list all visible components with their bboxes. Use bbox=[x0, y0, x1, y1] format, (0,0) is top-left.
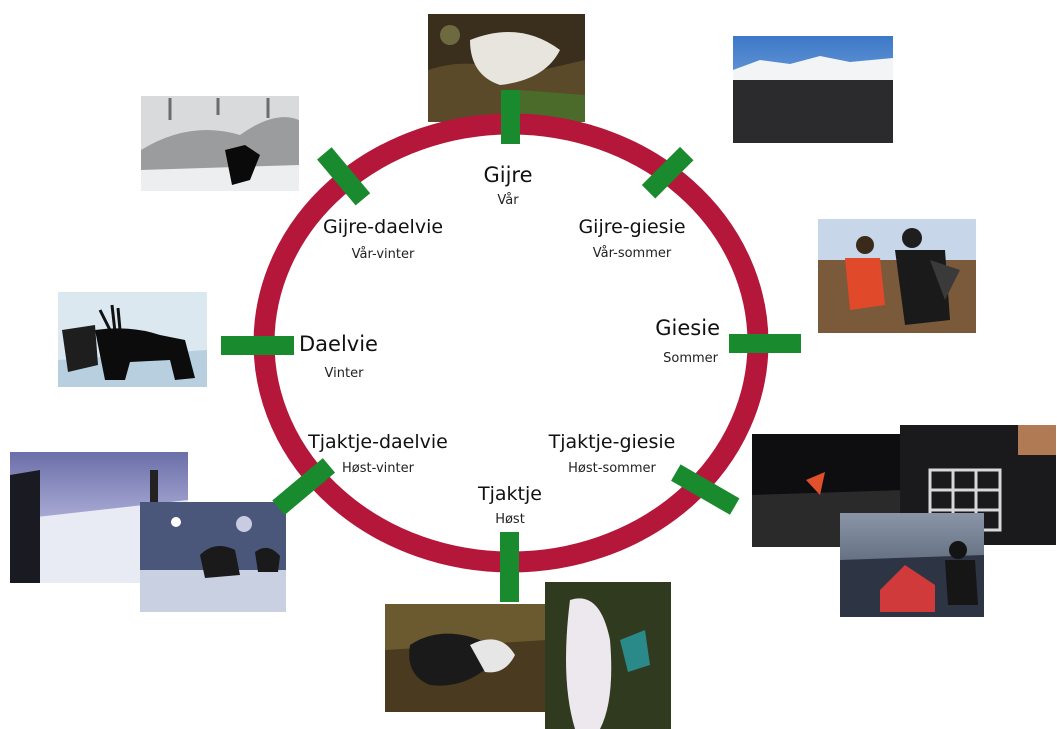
marker-giesie bbox=[729, 334, 801, 353]
photo-summer-marking bbox=[818, 219, 976, 333]
photo-autumn-slaughter bbox=[385, 582, 671, 729]
season-label-tjaktje: Tjaktje Høst bbox=[477, 483, 542, 527]
marker-tjaktje-giesie bbox=[671, 464, 740, 515]
marker-tjaktje bbox=[500, 532, 519, 602]
photo-mountain-sky bbox=[733, 36, 893, 143]
season-label-gijre: Gijre Vår bbox=[483, 163, 532, 208]
season-name-giesie: Giesie bbox=[655, 316, 720, 340]
marker-gijre-giesie bbox=[641, 146, 694, 199]
season-name-tjaktje-daelvie: Tjaktje-daelvie bbox=[307, 431, 448, 453]
season-sub-tjaktje: Høst bbox=[495, 512, 525, 527]
season-name-gijre-giesie: Gijre-giesie bbox=[578, 216, 685, 238]
photo-winter-bull bbox=[58, 292, 207, 387]
season-label-gijre-giesie: Gijre-giesie Vår-sommer bbox=[578, 216, 685, 261]
season-sub-tjaktje-giesie: Høst-sommer bbox=[568, 461, 656, 476]
season-label-tjaktje-giesie: Tjaktje-giesie Høst-sommer bbox=[548, 431, 676, 476]
season-name-daelvie: Daelvie bbox=[299, 332, 378, 356]
photo-late-summer-corral bbox=[752, 425, 1056, 617]
season-sub-gijre-giesie: Vår-sommer bbox=[593, 246, 672, 261]
season-label-daelvie: Daelvie Vinter bbox=[299, 332, 378, 381]
season-name-tjaktje-giesie: Tjaktje-giesie bbox=[548, 431, 676, 453]
season-sub-daelvie: Vinter bbox=[325, 366, 365, 381]
season-label-tjaktje-daelvie: Tjaktje-daelvie Høst-vinter bbox=[307, 431, 448, 476]
season-markers bbox=[221, 90, 801, 602]
marker-gijre bbox=[501, 90, 520, 144]
photo-autumn-winter-herd bbox=[10, 452, 286, 612]
season-label-giesie: Giesie Sommer bbox=[655, 316, 720, 366]
marker-tjaktje-daelvie bbox=[272, 458, 336, 516]
season-sub-giesie: Sommer bbox=[663, 351, 719, 366]
season-name-gijre: Gijre bbox=[483, 163, 532, 187]
marker-daelvie bbox=[221, 336, 294, 355]
season-label-gijre-daelvie: Gijre-daelvie Vår-vinter bbox=[323, 216, 443, 262]
season-name-tjaktje: Tjaktje bbox=[477, 483, 542, 505]
marker-gijre-daelvie bbox=[317, 147, 371, 206]
season-sub-gijre: Vår bbox=[497, 193, 519, 208]
season-name-gijre-daelvie: Gijre-daelvie bbox=[323, 216, 443, 238]
photo-late-winter-forest bbox=[141, 96, 299, 191]
season-sub-tjaktje-daelvie: Høst-vinter bbox=[342, 461, 415, 476]
season-sub-gijre-daelvie: Vår-vinter bbox=[352, 247, 415, 262]
